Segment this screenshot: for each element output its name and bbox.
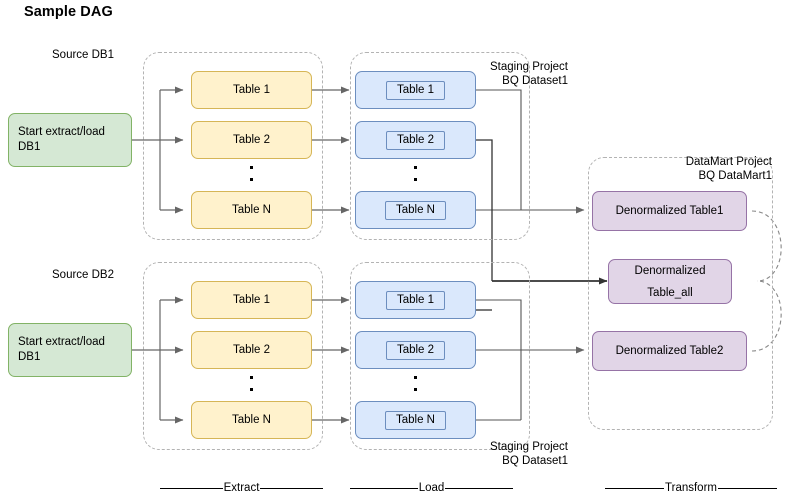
phase-extract-rule-left (160, 487, 223, 489)
start-node-db2[interactable]: Start extract/load DB1 (8, 323, 132, 377)
extract-group-db2 (143, 262, 323, 450)
load-table-n-db1[interactable]: Table N (355, 191, 476, 229)
phase-extract-label: Extract (223, 482, 260, 494)
source-label-db2: Source DB2 (52, 269, 115, 281)
phase-extract-rule-right (260, 487, 324, 489)
load-table-2-db1-label: Table 2 (385, 130, 446, 150)
start-node-db1[interactable]: Start extract/load DB1 (8, 113, 132, 167)
phase-load: Load (350, 482, 513, 494)
load-table-2-db1[interactable]: Table 2 (355, 121, 476, 159)
extract-table-2-db1[interactable]: Table 2 (191, 121, 312, 159)
denormalized-table-all[interactable]: Denormalized Table_all (608, 259, 732, 304)
denormalized-table-all-line2: Table_all (647, 286, 693, 299)
phase-transform: Transform (605, 482, 778, 494)
load-group-db1 (350, 52, 530, 240)
load-table-n-db2-label: Table N (385, 410, 446, 430)
load-table-n-db1-label: Table N (385, 200, 446, 220)
phase-transform-rule-right (718, 487, 778, 489)
load-table-1-db2-label: Table 1 (385, 290, 446, 310)
load-table-n-db2[interactable]: Table N (355, 401, 476, 439)
load-table-1-db1[interactable]: Table 1 (355, 71, 476, 109)
load-ellipsis-db2 (395, 376, 435, 400)
extract-ellipsis-db2 (231, 376, 271, 400)
extract-table-2-db2[interactable]: Table 2 (191, 331, 312, 369)
denormalized-table-1[interactable]: Denormalized Table1 (592, 191, 747, 231)
load-ellipsis-db1 (395, 166, 435, 190)
load-group-db2 (350, 262, 530, 450)
phase-transform-label: Transform (665, 482, 717, 494)
phase-transform-rule-left (605, 487, 665, 489)
denormalized-table-2[interactable]: Denormalized Table2 (592, 331, 747, 371)
extract-group-db1 (143, 52, 323, 240)
extract-table-n-db1[interactable]: Table N (191, 191, 312, 229)
load-table-2-db2[interactable]: Table 2 (355, 331, 476, 369)
load-table-2-db2-label: Table 2 (385, 340, 446, 360)
staging-label-db1: Staging Project BQ Dataset1 (490, 61, 568, 87)
load-table-1-db1-label: Table 1 (385, 80, 446, 100)
extract-table-1-db1[interactable]: Table 1 (191, 71, 312, 109)
phase-load-label: Load (418, 482, 445, 494)
phase-extract: Extract (160, 482, 324, 494)
source-label-db1: Source DB1 (52, 49, 115, 61)
extract-table-n-db2[interactable]: Table N (191, 401, 312, 439)
staging-label-db2: Staging Project BQ Dataset1 (490, 441, 568, 467)
load-table-1-db2[interactable]: Table 1 (355, 281, 476, 319)
page-title: Sample DAG (24, 4, 113, 20)
extract-table-1-db2[interactable]: Table 1 (191, 281, 312, 319)
denormalized-table-all-line1: Denormalized (634, 264, 706, 277)
extract-ellipsis-db1 (231, 166, 271, 190)
phase-load-rule-right (445, 487, 513, 489)
datamart-label: DataMart Project BQ DataMart1 (685, 156, 772, 182)
datamart-group (588, 157, 773, 430)
phase-load-rule-left (350, 487, 418, 489)
